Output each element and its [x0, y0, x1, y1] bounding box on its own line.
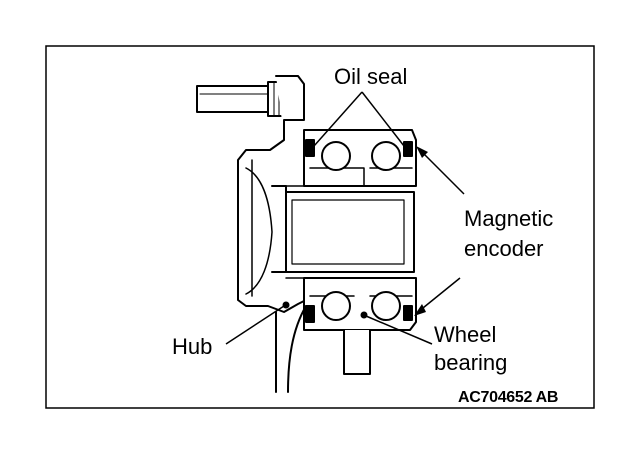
magnetic-encoder-label-line1: Magnetic [464, 206, 553, 231]
wheel-stud [196, 81, 291, 117]
bearing-ball [371, 291, 401, 321]
leader-lines [225, 91, 465, 345]
figure-code: AC704652 AB [458, 389, 558, 406]
hub-label: Hub [172, 334, 212, 359]
spindle-bore [285, 191, 415, 273]
oil-seal-right-upper [403, 141, 413, 157]
figure-frame [45, 45, 595, 409]
bearing-ball [371, 141, 401, 171]
bearing-upper-half [303, 129, 417, 187]
magnetic-encoder-label-line2: encoder [464, 236, 544, 261]
wheel-bearing-label-line1: Wheel [434, 322, 496, 347]
bearing-lower-half [303, 277, 417, 331]
knuckle-tab [343, 329, 371, 375]
oil-seal-right-lower [403, 305, 413, 321]
oil-seal-left-upper [305, 139, 315, 157]
bearing-ball [321, 141, 351, 171]
hub-assembly-drawing [196, 75, 417, 393]
oil-seal-left-lower [305, 305, 315, 323]
wheel-bearing-label-line2: bearing [434, 350, 507, 375]
bearing-ball [321, 291, 351, 321]
oil-seal-label: Oil seal [334, 64, 407, 89]
hub-lower-sweep [275, 305, 307, 393]
